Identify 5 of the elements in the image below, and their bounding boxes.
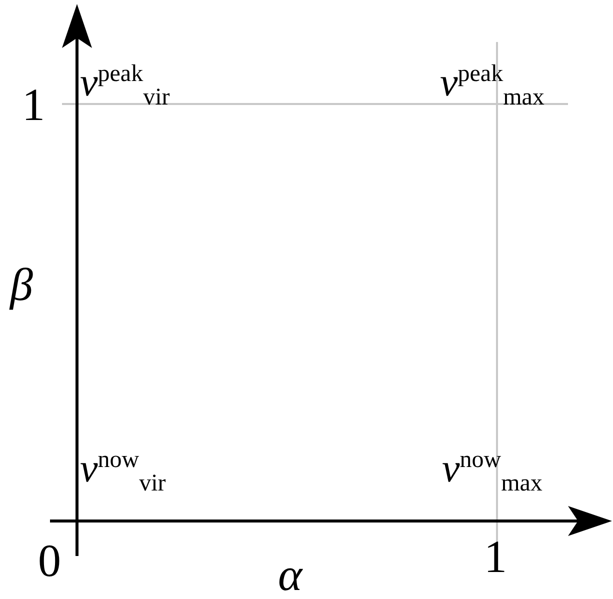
tick-label: 0	[38, 538, 61, 584]
axis-label: β	[10, 262, 33, 308]
tick-label: 1	[22, 82, 45, 128]
axis-label: α	[278, 552, 302, 598]
tick-label: 1	[484, 534, 507, 580]
